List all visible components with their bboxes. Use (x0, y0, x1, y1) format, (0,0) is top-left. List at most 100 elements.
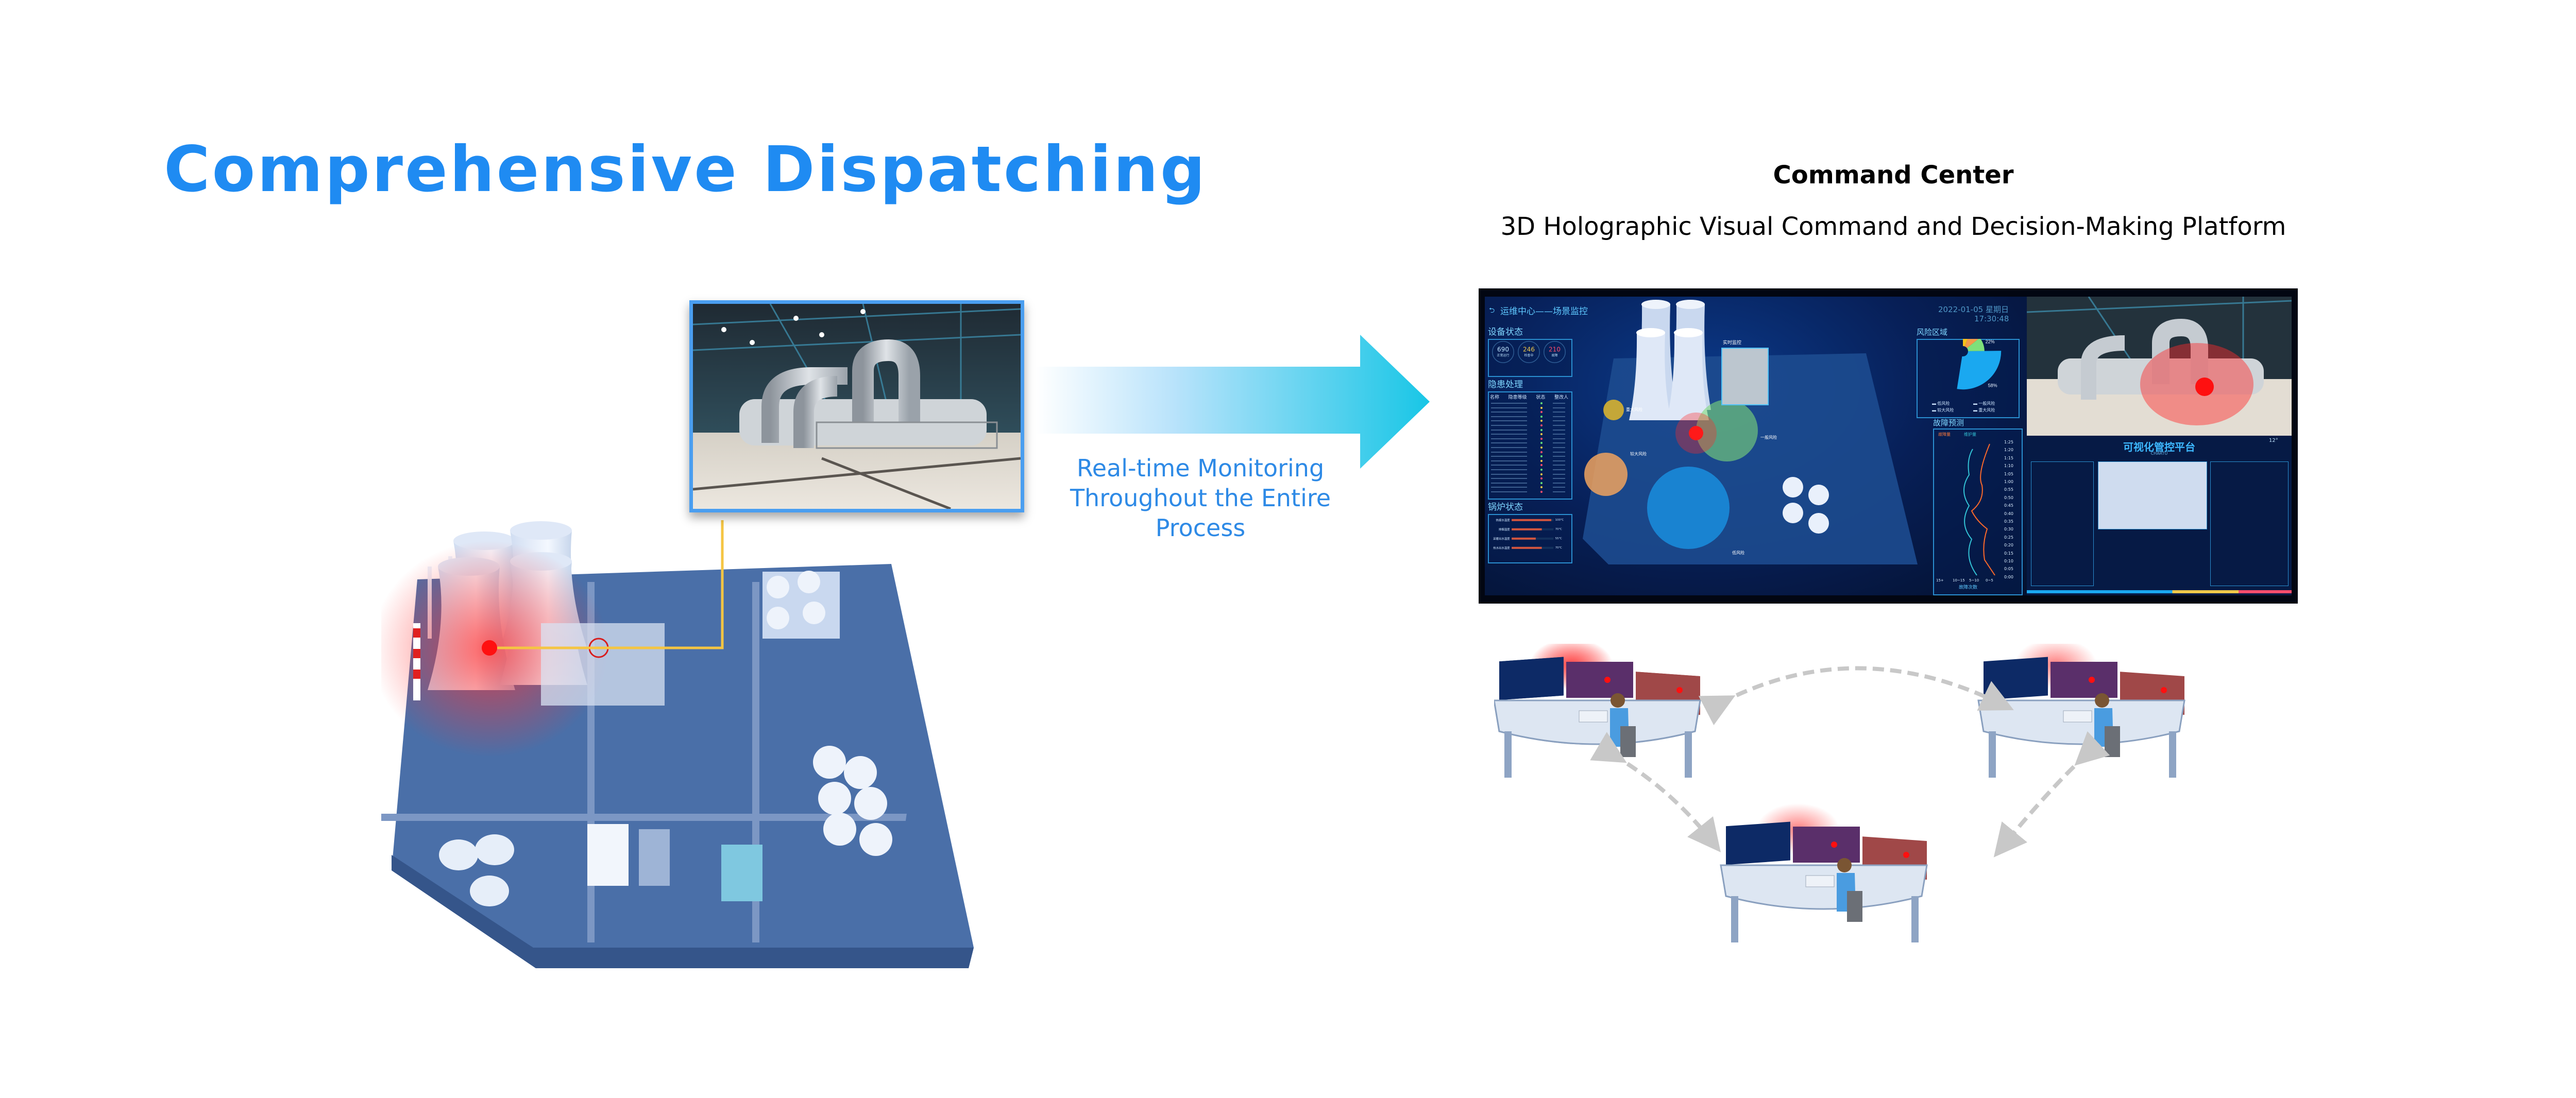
equipment-photo[interactable] (689, 300, 1024, 512)
stat-label: 故障 (1551, 353, 1558, 357)
row-line (1553, 473, 1565, 475)
legend-entry: ▬ 重大风险 (1973, 407, 1995, 413)
row-line (1553, 482, 1565, 484)
turbine-hall-image (2027, 297, 2292, 436)
legend-entry: ▬ 低风险 (1932, 401, 1950, 406)
y-tick: 1:00 (2004, 479, 2013, 484)
y-tick: 1:10 (2004, 464, 2013, 469)
y-tick: 0:35 (2004, 519, 2013, 524)
alert-marker (482, 640, 497, 656)
row-line (1553, 416, 1565, 417)
boiler-value: 100℃ (1555, 518, 1564, 522)
platform-title: 可视化管控平台 (2123, 441, 2195, 453)
machinery-area (541, 623, 665, 706)
status-dot (1540, 482, 1543, 484)
command-center-title: Command Center (1773, 161, 2014, 190)
hazard-row (1491, 420, 1567, 422)
panel-title: 锅炉状态 (1488, 502, 1523, 512)
y-tick: 0:45 (2004, 503, 2013, 508)
hazard-row (1491, 482, 1567, 484)
maintenance-series-line (1963, 449, 1977, 576)
row-line (1491, 429, 1527, 431)
boiler-bar-fill (1512, 528, 1542, 530)
hazard-row (1491, 464, 1567, 467)
x-tick: 15+ (1936, 578, 1944, 582)
boiler-bar-fill (1512, 537, 1536, 540)
row-line (1491, 403, 1527, 404)
row-line (1553, 460, 1565, 461)
back-icon[interactable]: ⮌ (1489, 306, 1495, 315)
row-line (1491, 416, 1527, 417)
pie-label: 22% (1986, 339, 1995, 344)
panel-title: 隐患处理 (1488, 380, 1523, 390)
row-line (1491, 487, 1527, 488)
y-tick: 0:15 (2004, 551, 2013, 556)
pie-slice (1967, 339, 1985, 351)
row-line (1491, 478, 1527, 479)
live-camera-thumb (1721, 348, 1769, 405)
hazard-row (1491, 411, 1567, 414)
caption-line: Throughout the Entire (1070, 484, 1331, 512)
hazard-row (1491, 451, 1567, 453)
hazard-row (1491, 473, 1567, 475)
y-tick: 0:20 (2004, 543, 2013, 548)
weather-readout: 12° (2269, 438, 2278, 443)
boiler-value: 70℃ (1555, 527, 1562, 531)
connector-line (497, 520, 724, 649)
hazard-row (1491, 459, 1567, 462)
boiler-value: 70℃ (1555, 546, 1562, 550)
status-dot (1540, 469, 1543, 471)
row-line (1491, 407, 1527, 408)
caption-line: Process (1155, 514, 1246, 542)
y-tick: 0:30 (2004, 527, 2013, 532)
stat-label: 检查中 (1524, 353, 1534, 357)
row-line (1491, 442, 1527, 444)
row-line (1553, 438, 1565, 439)
pie-slice (1957, 351, 2002, 390)
pie-slice (1964, 339, 1978, 348)
live-monitor-label: 实时监控 (1723, 340, 1742, 346)
link-arrow-top (1698, 666, 2014, 726)
status-dot (1540, 486, 1543, 489)
boiler-bar-fill (1512, 546, 1542, 549)
status-dot (1540, 433, 1543, 436)
stat-fault: 210 故障 (1544, 341, 1566, 363)
row-line (1491, 438, 1527, 439)
hazard-row (1491, 442, 1567, 444)
row-line (1491, 434, 1527, 435)
pie-slice (1963, 339, 1968, 347)
scene-monitoring-view: ⮌ 运维中心——场景监控 2022-01-05 星期日 17:30:48 设备状… (1485, 297, 2027, 595)
hazard-row (1491, 424, 1567, 426)
row-line (1491, 460, 1527, 461)
legend-maintenance: 维护量 (1964, 432, 1976, 437)
hazard-table-header: 名称 隐患等级 状态 整改人 (1490, 394, 1568, 400)
status-dot (1540, 424, 1543, 426)
round-tanks (439, 834, 514, 906)
status-dot (1540, 428, 1543, 431)
y-tick: 1:25 (2004, 440, 2013, 444)
row-line (1553, 465, 1565, 466)
device-status-stats: 690 正常运行 246 检查中 210 故障 (1492, 341, 1569, 367)
platform-view: 可视化管控平台 CHARTU 12° (2027, 297, 2292, 595)
x-tick: 0~5 (1986, 578, 1993, 582)
hazard-row (1491, 447, 1567, 449)
boiler-label: 热水出水温度 (1493, 546, 1510, 550)
risk-bubble-general (1696, 400, 1758, 461)
status-dot (1540, 406, 1543, 409)
hazard-table-panel (1488, 391, 1572, 500)
caption-line: Real-time Monitoring (1076, 454, 1325, 482)
boiler-label: 排烟温度 (1498, 527, 1510, 531)
panel-title: 设备状态 (1488, 327, 1523, 337)
risk-bubble-major (1603, 400, 1624, 420)
right-panels (2210, 461, 2289, 586)
command-dashboard-screen[interactable]: ⮌ 运维中心——场景监控 2022-01-05 星期日 17:30:48 设备状… (1479, 288, 2298, 604)
row-line (1553, 403, 1565, 404)
legend-fault: 故障量 (1938, 432, 1951, 437)
row-line (1553, 478, 1565, 479)
status-dot (1540, 477, 1543, 480)
x-tick: 5~10 (1969, 578, 1979, 582)
y-tick: 1:05 (2004, 471, 2013, 476)
hazard-row (1491, 402, 1567, 404)
alert-marker (1689, 426, 1703, 440)
status-dot (1540, 437, 1543, 440)
